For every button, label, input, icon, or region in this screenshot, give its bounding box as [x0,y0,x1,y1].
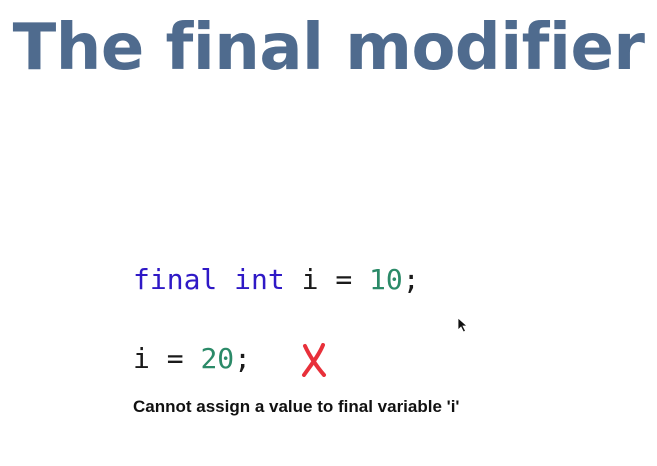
compile-error-message: Cannot assign a value to final variable … [133,397,460,416]
red-x-mark-icon [302,343,326,377]
code-line-final-declaration: final int i = 10; [133,262,420,298]
semicolon: ; [402,263,420,296]
number-literal: 10 [369,263,403,296]
semicolon: ; [234,342,252,375]
variable-i: i [133,342,150,375]
assignment-operator: = [166,342,184,375]
variable-i: i [301,263,319,296]
keyword-final: final [133,263,218,296]
mouse-pointer-icon [457,317,469,333]
keyword-int: int [234,263,285,296]
assignment-operator: = [335,263,353,296]
code-line-reassignment: i = 20; [133,341,251,377]
number-literal: 20 [200,342,235,375]
slide-title: The final modifier [12,11,645,85]
